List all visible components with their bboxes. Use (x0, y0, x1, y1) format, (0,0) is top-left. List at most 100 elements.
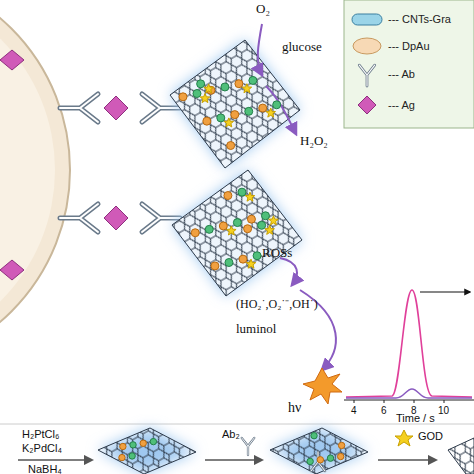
god-enzyme (245, 192, 255, 201)
god-enzyme (200, 94, 210, 103)
immunocomplex (60, 204, 98, 232)
legend-text: --- CNTs-Gra (388, 13, 451, 25)
nanoparticle (337, 453, 343, 459)
label: Time / s (396, 412, 435, 424)
nanoparticle (247, 215, 255, 223)
nanoparticle (120, 443, 126, 449)
nanoparticle (221, 83, 229, 91)
legend-panel (352, 14, 382, 25)
legend-panel (344, 0, 474, 128)
legend-panel (358, 96, 376, 114)
legend-text: --- DpAu (388, 40, 430, 52)
nanoparticle (244, 225, 252, 233)
nanoparticle (227, 142, 235, 150)
god-enzyme (242, 84, 252, 93)
legend-panel (353, 38, 381, 54)
cl-chart (346, 389, 472, 398)
light-burst (303, 368, 342, 404)
nanoparticle (224, 192, 232, 200)
reaction-arrow (280, 258, 297, 285)
nanoparticle (191, 229, 199, 237)
legend-text: --- Ab (388, 68, 415, 80)
god-enzyme (266, 108, 276, 117)
label: (HO₂˙,O₂˙⁻,OH˙) (236, 298, 318, 311)
nanoparticle (273, 101, 281, 109)
nanoparticle (150, 438, 156, 444)
nanoparticle (119, 454, 125, 460)
preparation-scheme (448, 438, 474, 474)
nanoparticle (179, 93, 187, 101)
label: H₂PtCl₆ (22, 428, 59, 440)
preparation-scheme (378, 459, 436, 461)
graphene-sheet (170, 40, 300, 168)
cl-chart (344, 400, 474, 401)
god-enzyme (224, 118, 234, 127)
nanoparticle (193, 90, 201, 98)
immunocomplex (0, 50, 24, 70)
label: K₂PdCl₄ (22, 442, 62, 454)
nanoparticle (259, 104, 267, 112)
nanoparticle (245, 107, 253, 115)
preparation-scheme (242, 438, 255, 455)
label: 6 (381, 405, 387, 416)
graphene-sheet (170, 40, 300, 168)
nanoparticle (217, 114, 225, 122)
preparation-scheme (205, 459, 262, 461)
legend-text: --- Ag (388, 99, 415, 111)
cl-chart (420, 291, 470, 292)
graphene-sheet (170, 40, 300, 168)
nanoparticles (119, 76, 345, 464)
electrode (0, 0, 70, 370)
nanoparticle (317, 457, 323, 463)
preparation-scheme (270, 428, 368, 474)
legend-panel (359, 65, 374, 86)
nanoparticle (140, 440, 146, 446)
nanoparticle (197, 80, 205, 88)
immunocomplex (104, 96, 128, 120)
label: GOD (418, 430, 443, 442)
label: 10 (438, 405, 449, 416)
cl-chart (414, 400, 415, 403)
nanoparticle (253, 252, 261, 260)
cl-chart (354, 400, 355, 403)
graphene-sheet (170, 40, 302, 296)
nanoparticle (225, 259, 233, 267)
label: ROSs (262, 246, 292, 260)
preparation-scheme (98, 428, 196, 474)
legend-panel (359, 65, 374, 86)
nanoparticle (203, 117, 211, 125)
graphene-sheet (172, 170, 302, 296)
nanoparticle (307, 458, 313, 464)
nanoparticle (205, 225, 213, 233)
cl-chart (354, 400, 444, 403)
preparation-scheme (242, 438, 255, 455)
label: 4 (351, 405, 357, 416)
electrode (0, 0, 70, 370)
nanoparticle (338, 442, 344, 448)
label: hν (288, 400, 301, 415)
label: NaBH₄ (28, 463, 62, 474)
cl-chart (346, 290, 472, 397)
nanoparticle (233, 219, 241, 227)
nanoparticle (249, 76, 257, 84)
reaction-arrow (266, 86, 296, 134)
reaction-arrow (258, 24, 262, 75)
preparation-scheme (18, 459, 92, 461)
god-enzyme (204, 84, 214, 93)
label: luminol (236, 322, 276, 336)
nanoparticle (235, 80, 243, 88)
label: glucose (282, 40, 322, 54)
god-enzyme (246, 259, 256, 268)
label: Ab₂ (222, 428, 240, 440)
god-enzyme (265, 225, 275, 234)
cl-chart (384, 400, 385, 403)
label: H₂O₂ (300, 134, 328, 148)
immunocomplex (60, 94, 98, 122)
legend-panel (344, 0, 474, 128)
god-enzyme (227, 226, 237, 235)
nanoparticle (129, 453, 135, 459)
nanoparticle (311, 433, 317, 439)
nanoparticle (130, 442, 136, 448)
nanoparticle (211, 262, 219, 270)
cl-chart (444, 400, 445, 403)
